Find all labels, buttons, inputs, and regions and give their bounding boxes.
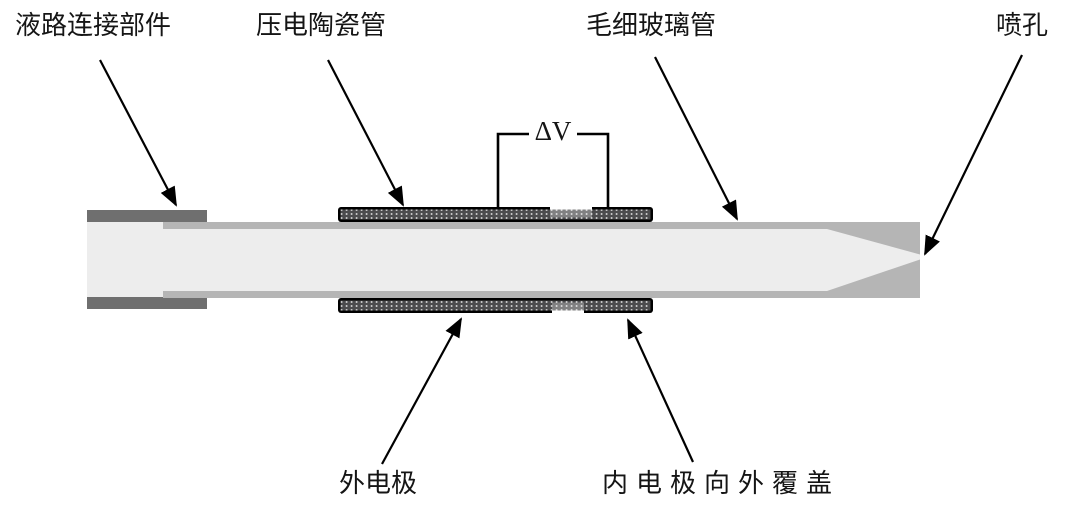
top-electrode-fill [340,209,651,220]
bottom-electrode-fill [340,300,651,311]
arrow-nozzle [924,54,1023,256]
label-piezo-ceramic-tube: 压电陶瓷管 [256,11,387,40]
label-outer-electrode: 外电极 [339,469,418,498]
top-electrode-gap-highlight [550,209,592,218]
fluid-connector-interior [87,222,163,297]
top-electrode [338,203,653,222]
arrow-piezo-ceramic-tube [327,59,404,207]
fluid-connector-bottom-bar [87,297,207,309]
voltage-bracket-wires [496,132,610,207]
bottom-electrode-gap-highlight [552,302,584,311]
label-nozzle: 喷孔 [996,11,1049,40]
bottom-electrode-separation-gap [552,310,584,317]
arrow-inner-electrode-wrap [626,318,695,463]
top-electrode-separation-gap [550,203,592,210]
capillary-tube-interior-and-nozzle-taper [163,229,920,291]
label-fluid-connector: 液路连接部件 [15,11,172,40]
label-capillary-glass-tube: 毛细玻璃管 [586,11,717,40]
label-inner-electrode-wrap: 内电极向外覆盖 [602,469,841,498]
bottom-electrode [338,298,653,317]
arrow-fluid-connector [99,59,177,207]
arrow-capillary-glass-tube [654,56,738,221]
arrow-outer-electrode [381,317,462,465]
label-voltage-delta-v: ΔV [534,116,572,146]
fluid-connector-top-bar [87,210,207,222]
